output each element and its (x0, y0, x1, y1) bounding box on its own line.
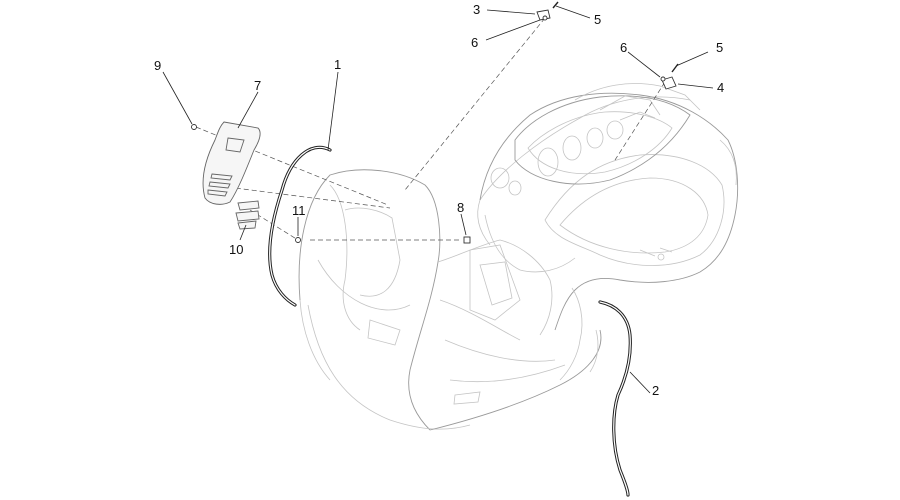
callout-6-right: 6 (620, 40, 628, 55)
callout-3: 3 (473, 2, 481, 17)
callout-6-left: 6 (471, 35, 479, 50)
callout-11: 11 (292, 203, 306, 218)
scooter-body (298, 83, 739, 431)
callout-4: 4 (717, 80, 725, 95)
part-10-badge (235, 200, 260, 230)
part-7-horn-cover (202, 121, 261, 205)
callout-5-top: 5 (594, 12, 602, 27)
hardware (191, 1, 679, 244)
callout-1: 1 (334, 57, 342, 72)
part-1-leg-shield-trim (268, 145, 332, 307)
callout-5-right: 5 (716, 40, 724, 55)
assembly-lines (195, 17, 666, 241)
callout-8: 8 (457, 200, 465, 215)
callout-10: 10 (229, 242, 244, 257)
callout-7: 7 (254, 78, 262, 93)
callout-2: 2 (652, 383, 660, 398)
leader-lines (162, 5, 714, 394)
callout-9: 9 (154, 58, 162, 73)
part-2-floor-trim (598, 300, 632, 497)
